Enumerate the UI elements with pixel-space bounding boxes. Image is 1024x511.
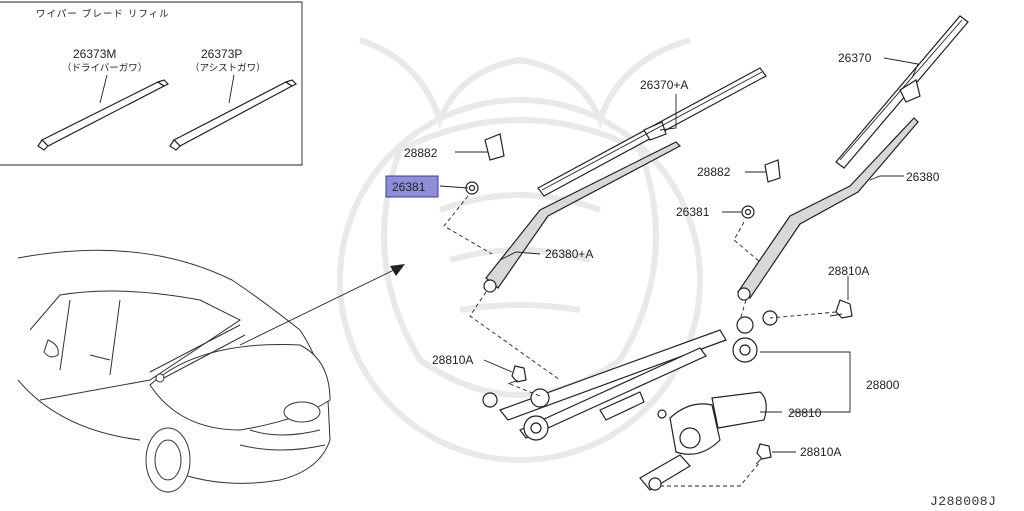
highlighted-part-26381[interactable]: 26381	[385, 175, 439, 198]
label-26381-right: 26381	[676, 205, 710, 219]
refill-strip-driver	[37, 79, 170, 151]
wiper-motor	[639, 391, 767, 491]
label-26370a: 26370+A	[640, 78, 688, 92]
pivot-cap-left	[484, 133, 505, 161]
label-26370: 26370	[838, 51, 872, 65]
pivot-cap-right	[764, 159, 781, 183]
label-26381-left: 26381	[392, 180, 426, 194]
label-28882-right: 28882	[697, 165, 731, 179]
wiper-arm-left	[483, 141, 681, 293]
refill-strip-assist	[169, 79, 298, 151]
pivot-nut-right	[741, 205, 755, 219]
watermark-emblem	[337, 37, 703, 463]
wiper-linkage-assembly	[482, 310, 778, 441]
label-26380a: 26380+A	[545, 247, 593, 261]
wiper-arm-right	[737, 117, 919, 301]
label-26373p: 26373P	[201, 47, 242, 61]
part-highlight-box	[385, 175, 439, 198]
label-28810: 28810	[788, 406, 822, 420]
vehicle-outline	[17, 249, 331, 493]
label-28810a-left: 28810A	[432, 353, 473, 367]
label-28882-left: 28882	[404, 146, 438, 160]
bolt-motor	[755, 443, 772, 465]
bolt-left	[507, 365, 527, 385]
refill-title: ワイパー ブレード リフィル	[36, 8, 170, 20]
label-28800: 28800	[866, 378, 900, 392]
refill-inset-box: ワイパー ブレード リフィル 26373M （ドライバーガワ） 26373P （…	[0, 1, 303, 166]
diagram-code: J288008J	[930, 494, 996, 509]
label-assist-side: （アシストガワ）	[190, 62, 266, 74]
wiper-blade-left	[537, 67, 767, 197]
assembly-dashed-lines	[443, 195, 837, 487]
location-arrow	[239, 264, 405, 346]
label-driver-side: （ドライバーガワ）	[62, 62, 147, 74]
label-28810a-motor: 28810A	[800, 445, 841, 459]
bolt-right	[829, 299, 853, 319]
label-28810a-right: 28810A	[828, 264, 869, 278]
wiper-blade-right	[835, 15, 969, 169]
label-26373m: 26373M	[73, 47, 116, 61]
callout-leaders	[439, 57, 919, 453]
label-26380: 26380	[906, 170, 940, 184]
